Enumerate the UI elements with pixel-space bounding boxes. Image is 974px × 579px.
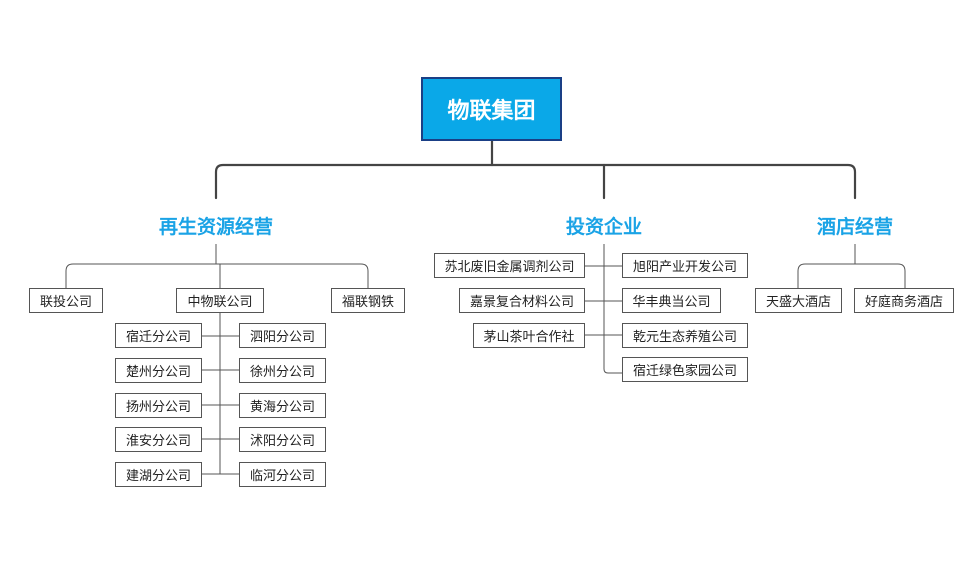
node-sub-right: 黄海分公司	[239, 393, 326, 418]
node-sub-right: 徐州分公司	[239, 358, 326, 383]
branch-recycle-title: 再生资源经营	[158, 216, 274, 238]
node-invest-right: 旭阳产业开发公司	[622, 253, 748, 278]
branch-hotel-title: 酒店经营	[816, 216, 894, 238]
node-fulian: 福联钢铁	[331, 288, 405, 313]
node-sub-left: 建湖分公司	[115, 462, 202, 487]
root-node: 物联集团	[421, 77, 562, 141]
node-sub-right: 泗阳分公司	[239, 323, 326, 348]
node-hotel: 好庭商务酒店	[854, 288, 954, 313]
node-invest-left: 嘉景复合材料公司	[459, 288, 585, 313]
node-invest-left: 茅山茶叶合作社	[473, 323, 585, 348]
node-invest-left: 苏北废旧金属调剂公司	[434, 253, 585, 278]
node-zhongwulian: 中物联公司	[176, 288, 264, 313]
node-invest-right: 乾元生态养殖公司	[622, 323, 748, 348]
root-label: 物联集团	[447, 99, 536, 124]
node-hotel: 天盛大酒店	[755, 288, 842, 313]
node-sub-left: 宿迁分公司	[115, 323, 202, 348]
node-sub-right: 沭阳分公司	[239, 427, 326, 452]
node-invest-right: 宿迁绿色家园公司	[622, 357, 748, 382]
node-sub-left: 扬州分公司	[115, 393, 202, 418]
node-invest-right: 华丰典当公司	[622, 288, 721, 313]
node-sub-right: 临河分公司	[239, 462, 326, 487]
branch-investment-title: 投资企业	[565, 216, 643, 238]
node-liantou: 联投公司	[29, 288, 103, 313]
node-sub-left: 淮安分公司	[115, 427, 202, 452]
node-sub-left: 楚州分公司	[115, 358, 202, 383]
